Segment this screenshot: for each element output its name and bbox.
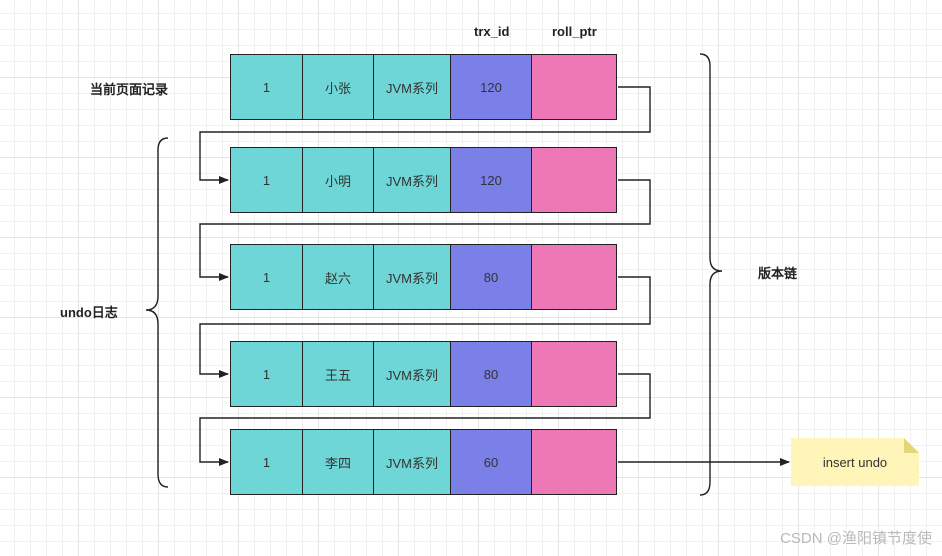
cell-trx-id: 120 <box>449 54 533 120</box>
undo-log-label: undo日志 <box>60 305 118 320</box>
roll-ptr-connector <box>199 86 651 184</box>
record-row-current: 1 小张 JVM系列 120 <box>230 54 617 120</box>
cell-id: 1 <box>230 341 303 407</box>
cell-name: 李四 <box>301 429 375 495</box>
cell-trx-id: 60 <box>449 429 533 495</box>
record-row-undo-4: 1 李四 JVM系列 60 <box>230 429 617 495</box>
roll-ptr-connector <box>199 179 651 281</box>
watermark: CSDN @渔阳镇节度使 <box>780 530 932 547</box>
insert-undo-label: insert undo <box>822 454 888 470</box>
cell-roll-ptr <box>531 341 617 407</box>
cell-roll-ptr <box>531 244 617 310</box>
record-row-undo-3: 1 王五 JVM系列 80 <box>230 341 617 407</box>
roll-ptr-connector <box>199 373 651 466</box>
undo-log-brace <box>145 137 169 488</box>
roll-ptr-connector <box>199 276 651 378</box>
version-chain-label: 版本链 <box>758 266 798 281</box>
cell-trx-id: 80 <box>449 244 533 310</box>
cell-dept: JVM系列 <box>373 341 451 407</box>
cell-roll-ptr <box>531 147 617 213</box>
record-row-undo-2: 1 赵六 JVM系列 80 <box>230 244 617 310</box>
cell-roll-ptr <box>531 54 617 120</box>
cell-id: 1 <box>230 244 303 310</box>
cell-roll-ptr <box>531 429 617 495</box>
cell-dept: JVM系列 <box>373 429 451 495</box>
insert-undo-note: insert undo <box>791 438 919 486</box>
header-trx-id: trx_id <box>474 24 510 39</box>
record-row-undo-1: 1 小明 JVM系列 120 <box>230 147 617 213</box>
header-roll-ptr: roll_ptr <box>552 24 597 39</box>
cell-name: 赵六 <box>301 244 375 310</box>
cell-id: 1 <box>230 54 303 120</box>
current-record-label: 当前页面记录 <box>90 82 169 97</box>
cell-name: 小明 <box>301 147 375 213</box>
cell-dept: JVM系列 <box>373 244 451 310</box>
cell-id: 1 <box>230 429 303 495</box>
version-chain-brace <box>699 53 723 496</box>
cell-dept: JVM系列 <box>373 54 451 120</box>
cell-name: 王五 <box>301 341 375 407</box>
cell-trx-id: 120 <box>449 147 533 213</box>
